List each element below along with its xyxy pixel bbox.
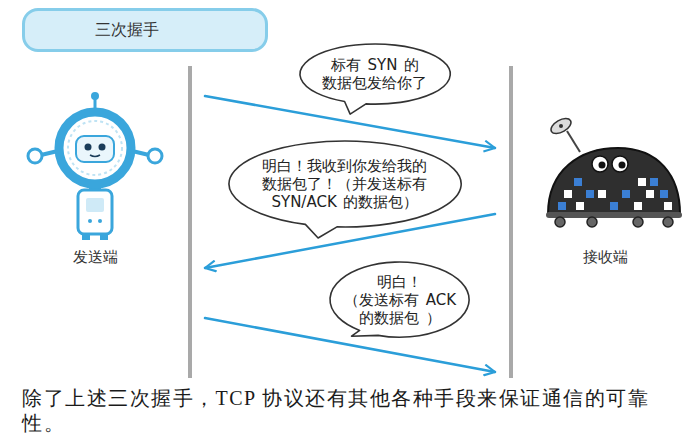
robot-head [59,112,131,184]
robot-base [546,212,682,218]
robot-light [576,202,584,210]
robot-button [88,219,92,223]
bubble-outline [229,141,461,238]
robot-light [598,190,606,198]
robot-antenna-tip [91,92,99,100]
robot-pupil [619,162,626,169]
robot-light [610,202,618,210]
robot-light [638,178,646,186]
robot-wheel [663,217,673,227]
robot-light [574,178,582,186]
robot-button [98,219,102,223]
robot-light [558,202,566,210]
endpoint-column: 发送端 [18,66,205,378]
receiver-timeline [509,66,513,378]
caption-text: 除了上述三次握手，TCP 协议还有其他各种手段来保证通信的可靠性。 [22,386,672,436]
robot-light [622,190,630,198]
title-box: 三次握手 [22,8,268,52]
sender-robot [28,92,162,240]
endpoint-column: 接收端 [495,66,689,378]
sender-timeline [188,66,192,378]
speech-bubble: 明白！我收到你发给我的 数据包了！（并发送标有 SYN/ACK 的数据包） [229,141,461,227]
endpoint-label: 发送端 [35,248,155,267]
bubble-text: 标有 SYN 的 数据包发给你了 [319,56,431,92]
robot-mouth [90,155,100,157]
robot-foot [100,234,108,240]
robot-wheel [587,217,597,227]
caption-box: 除了上述三次握手，TCP 协议还有其他各种手段来保证通信的可靠性。 [22,386,672,436]
robot-eye [592,156,608,172]
robot-light [586,190,594,198]
robot-panel [86,198,104,212]
endpoint-label: 接收端 [545,248,665,267]
speech-bubble: 明白！ （发送标有 ACK 的数据包 ） [330,262,469,337]
robot-foot [82,234,90,240]
robot-wheel [633,217,643,227]
robot-antenna [567,131,580,152]
robot-dome [548,148,680,214]
robot-body [78,190,112,234]
speech-bubble: 标有 SYN 的 数据包发给你了 [300,44,450,104]
bubble-text: 明白！我收到你发给我的 数据包了！（并发送标有 SYN/ACK 的数据包） [259,157,431,211]
bubble-text: 明白！ （发送标有 ACK 的数据包 ） [339,273,461,327]
robot-light [634,202,642,210]
robot-head-ring [68,121,122,175]
robot-light [650,178,658,186]
robot-pupil [599,162,606,169]
robot-eye [99,144,106,151]
receiver-robot [546,115,682,227]
robot-face [76,136,114,162]
robot-wheel [555,217,565,227]
bubble-outline [330,262,469,337]
robot-hand [28,149,42,163]
robot-light [660,190,668,198]
robot-hand [148,149,162,163]
robot-eye [612,156,628,172]
robot-lights [558,178,672,210]
robot-eye [85,144,92,151]
robot-light [664,202,672,210]
bubble-outline [300,44,450,114]
robot-dish-tip [559,124,563,128]
robot-dish [548,115,573,136]
robot-light [646,190,654,198]
robot-light [564,190,572,198]
title-text: 三次握手 [95,20,159,41]
